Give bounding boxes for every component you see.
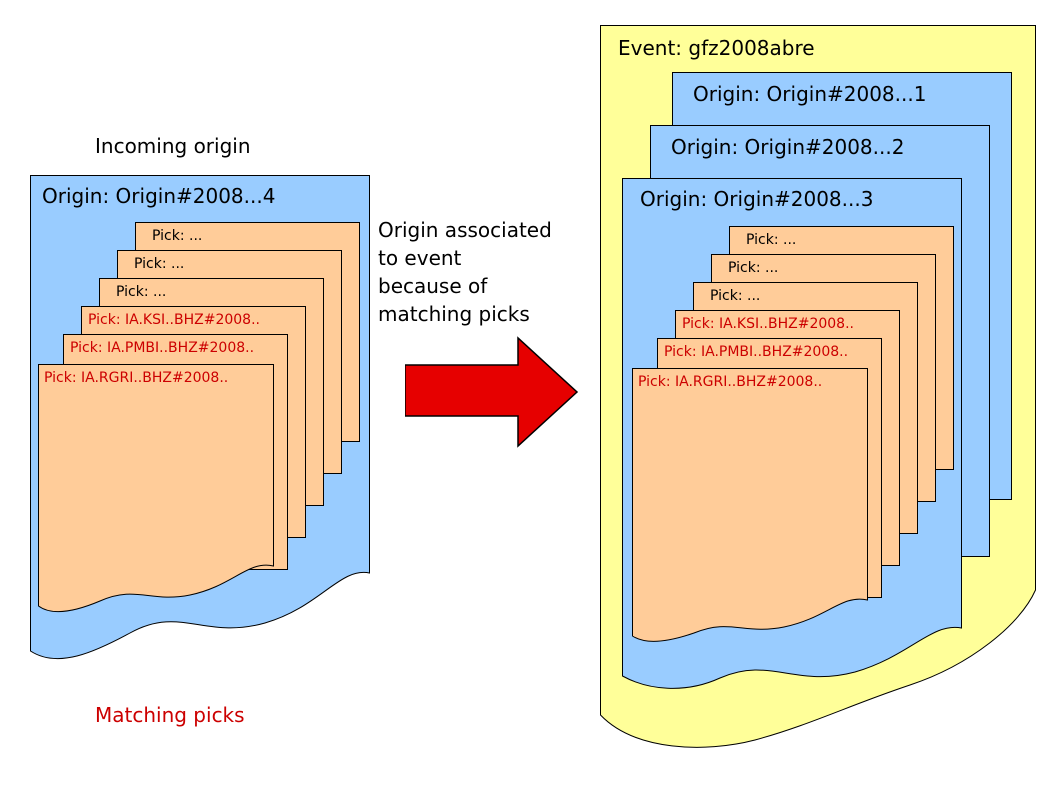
annotation-text: Origin associated to event because of ma…	[378, 216, 552, 328]
pick-label: Pick: ...	[152, 228, 203, 244]
event-title: Event: gfz2008abre	[618, 36, 815, 60]
pick-label: Pick: IA.KSI..BHZ#2008..	[88, 312, 260, 328]
annotation-line: to event	[378, 246, 462, 270]
pick-label: Pick: ...	[134, 256, 185, 272]
pick-label: Pick: ...	[116, 284, 167, 300]
annotation-line: matching picks	[378, 302, 530, 326]
association-arrow-icon	[405, 335, 585, 450]
incoming-origin-card: Origin: Origin#2008...4 Pick: ... Pick: …	[30, 175, 370, 675]
origin-title: Origin: Origin#2008...1	[693, 82, 927, 106]
pick-label: Pick: IA.KSI..BHZ#2008..	[682, 316, 854, 332]
pick-card-matching-front: Pick: IA.RGRI..BHZ#2008..	[38, 364, 274, 620]
pick-label: Pick: IA.RGRI..BHZ#2008..	[638, 374, 823, 390]
matching-picks-caption: Matching picks	[95, 703, 245, 727]
pick-label: Pick: ...	[746, 232, 797, 248]
annotation-line: because of	[378, 274, 488, 298]
origin-card-front: Origin: Origin#2008...3 Pick: ... Pick: …	[622, 178, 962, 718]
pick-card-matching-front: Pick: IA.RGRI..BHZ#2008..	[632, 368, 868, 648]
pick-label: Pick: ...	[710, 288, 761, 304]
pick-label: Pick: IA.PMBI..BHZ#2008..	[664, 344, 849, 360]
pick-label: Pick: IA.RGRI..BHZ#2008..	[44, 370, 229, 386]
incoming-origin-title: Origin: Origin#2008...4	[42, 184, 276, 208]
incoming-origin-heading: Incoming origin	[95, 134, 251, 158]
origin-title: Origin: Origin#2008...2	[671, 135, 905, 159]
annotation-line: Origin associated	[378, 218, 552, 242]
origin-title: Origin: Origin#2008...3	[640, 187, 874, 211]
pick-label: Pick: IA.PMBI..BHZ#2008..	[70, 340, 255, 356]
event-card: Event: gfz2008abre Origin: Origin#2008..…	[600, 25, 1036, 765]
pick-label: Pick: ...	[728, 260, 779, 276]
